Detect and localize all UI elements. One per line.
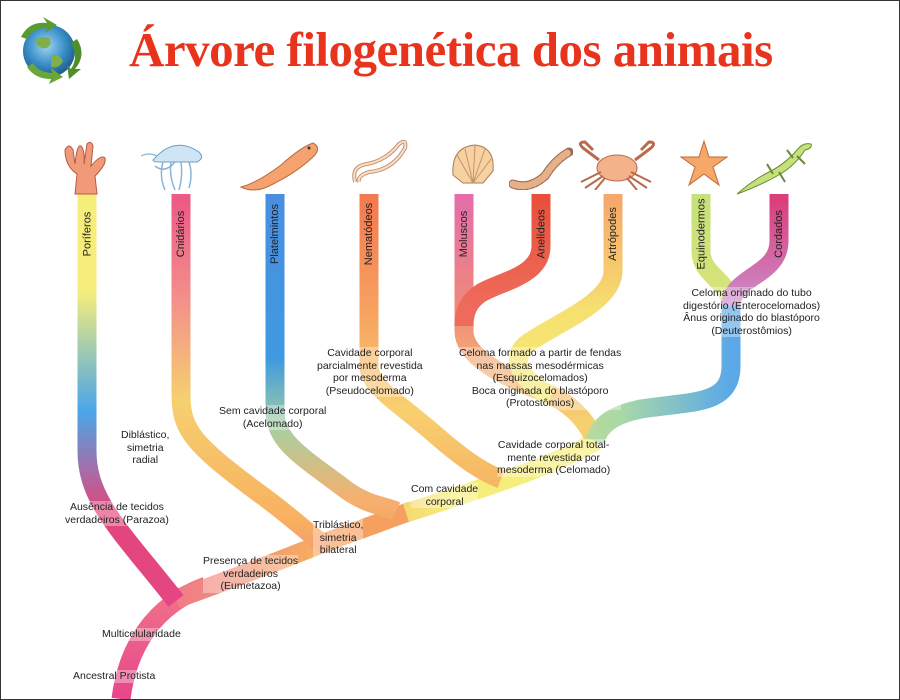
note-ancestral-protista: Ancestral Protista <box>73 670 156 683</box>
note-acelomado: Sem cavidade corporal(Acelomado) <box>219 405 327 430</box>
crab-icon <box>578 140 656 190</box>
taxon-label-cordados: Cordados <box>773 210 786 258</box>
starfish-icon <box>679 139 729 187</box>
page-title: Árvore filogenética dos animais <box>129 22 773 77</box>
taxon-label-anelideos: Anelídeos <box>535 209 547 259</box>
jellyfish-icon <box>141 144 203 191</box>
note-celomado: Cavidade corporal total-mente revestida … <box>497 439 611 477</box>
sponge-icon <box>64 141 106 195</box>
taxon-label-moluscos: Moluscos <box>458 210 470 258</box>
roundworm-icon <box>352 139 408 183</box>
taxon-label-cnidarios: Cnidários <box>175 210 187 258</box>
taxon-label-artropodes: Artrópodes <box>607 207 619 261</box>
earthworm-icon <box>509 147 573 190</box>
flatworm-icon <box>239 142 319 191</box>
recycle-globe-icon <box>21 17 82 84</box>
taxon-label-platelmintos: Platelmintos <box>269 204 282 264</box>
shell-icon <box>452 144 494 184</box>
taxon-label-nematodeos: Nematódeos <box>363 202 375 266</box>
taxon-label-poriferos: Poríferos <box>81 211 94 257</box>
lizard-icon <box>736 143 812 195</box>
note-multicelularidade: Multicelularidade <box>102 628 181 641</box>
taxon-label-equinodermos: Equinodermos <box>695 198 707 270</box>
